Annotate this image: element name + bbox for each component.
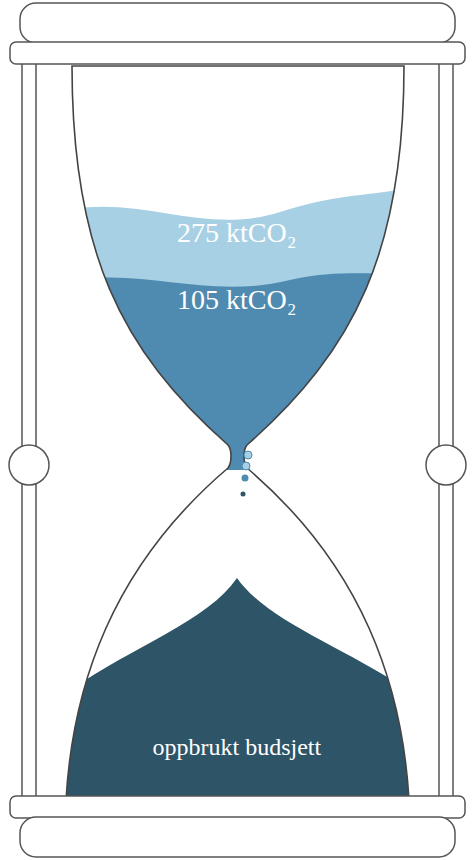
drip (244, 451, 252, 459)
remaining-budget-band (50, 184, 430, 470)
remaining-budget-label: 275 ktCO₂ (171, 215, 302, 251)
side-rod (439, 60, 453, 800)
rod-knob (9, 445, 49, 485)
top-cap (20, 3, 455, 43)
bottom-plate (10, 796, 465, 818)
label-text: 105 ktCO₂ (177, 284, 296, 316)
label-text: 275 ktCO₂ (177, 217, 296, 249)
drip (241, 492, 246, 497)
drip (242, 462, 250, 470)
label-text: oppbrukt budsjett (153, 734, 322, 761)
remaining-budget-label: 105 ktCO₂ (171, 282, 302, 318)
drip (242, 475, 249, 482)
bottom-base (20, 817, 455, 857)
used-budget-label: oppbrukt budsjett (147, 732, 328, 763)
rod-knob (426, 445, 466, 485)
side-rod (22, 60, 36, 800)
remaining-budget-band (50, 268, 430, 470)
top-plate (10, 42, 465, 64)
glass-outline (65, 66, 410, 836)
